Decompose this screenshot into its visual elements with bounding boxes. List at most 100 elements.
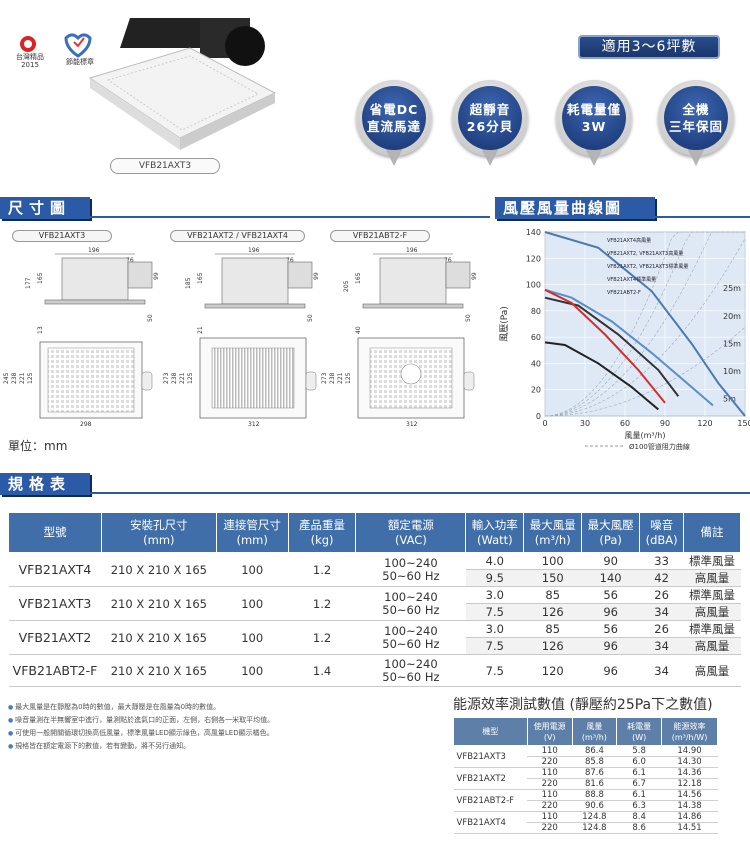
dim-label: 76 — [444, 257, 452, 264]
eff-cell: 6.3 — [616, 800, 662, 812]
y-tick-label: 20 — [531, 386, 541, 395]
badge-line: 省電DC — [369, 102, 419, 117]
resistance-label: 5m — [723, 395, 736, 404]
spec-header-cell: 輸入功率(Watt) — [465, 512, 525, 553]
y-tick-label: 140 — [526, 228, 541, 237]
spec-header-row: 型號安裝孔尺寸(mm)連接管尺寸(mm)產品重量(kg)額定電源(VAC)輸入功… — [8, 512, 741, 553]
section-divider — [0, 216, 490, 218]
spec-weight: 1.2 — [288, 552, 356, 587]
spec-note: 高風量 — [683, 569, 741, 587]
dim-label: 76 — [286, 257, 294, 264]
dim-label: 165 — [197, 272, 204, 284]
legend-label: VFB21AXT4標準風量 — [607, 276, 656, 283]
spec-pressure: 96 — [581, 637, 640, 655]
eff-cell: 14.56 — [661, 789, 718, 801]
spec-header-cell: 備註 — [683, 512, 741, 553]
series-line — [544, 288, 714, 407]
eff-cell: 14.51 — [661, 822, 718, 834]
eff-cell: 110 — [527, 767, 573, 779]
y-tick-label: 60 — [531, 333, 541, 342]
legend-label: VFB21AXT4高風量 — [607, 237, 651, 244]
series-line — [544, 296, 680, 397]
badge-line: 耗電量僅 — [566, 102, 621, 117]
eff-cell: 220 — [527, 822, 573, 834]
dim-model-tag-1: VFB21AXT3 — [12, 230, 112, 242]
award-logo-icon — [20, 33, 92, 58]
dim-drawing-1: 196 76 177 165 99 13 50 298 245 238 221 … — [3, 247, 160, 428]
spec-pressure: 96 — [581, 654, 640, 687]
dim-label: 99 — [313, 272, 320, 280]
y-tick-label: 40 — [531, 359, 541, 368]
note-item: 規格皆在額定電源下的數值，若有變動，將不另行通知。 — [8, 740, 274, 753]
eff-model: VFB21AXT2 — [453, 767, 528, 790]
spec-table: 型號安裝孔尺寸(mm)連接管尺寸(mm)產品重量(kg)額定電源(VAC)輸入功… — [8, 512, 741, 687]
eff-cell: 5.8 — [616, 745, 662, 757]
dim-label: 196 — [248, 247, 260, 254]
dim-label: 221 — [179, 372, 186, 384]
eff-cell: 110 — [527, 811, 573, 823]
eff-header-cell: 耗電量(W) — [616, 717, 663, 746]
unit-label: 單位：mm — [8, 439, 68, 453]
eff-cell: 110 — [527, 745, 573, 757]
eff-cell: 6.1 — [616, 789, 662, 801]
eff-cell: 90.6 — [572, 800, 617, 812]
eff-cell: 6.7 — [616, 778, 662, 790]
pressure-flow-chart: 020406080100120140030609012015025m20m15m… — [499, 228, 750, 451]
dim-label: 50 — [465, 314, 472, 322]
badge-line: 直流馬達 — [366, 119, 421, 134]
eff-model: VFB21AXT4 — [453, 811, 528, 834]
spec-weight: 1.4 — [288, 654, 356, 687]
eff-cell: 124.8 — [572, 811, 617, 823]
spec-note: 高風量 — [683, 603, 741, 621]
spec-note: 標準風量 — [683, 620, 741, 638]
eff-cell: 110 — [527, 789, 573, 801]
efficiency-table: 機型使用電源(V)風量(m³/h)耗電量(W)能源效率(m³/h/W)VFB21… — [453, 717, 718, 834]
resistance-label: 15m — [723, 339, 741, 348]
eff-header-cell: 使用電源(V) — [526, 717, 573, 746]
spec-section-title: 規格表 — [0, 473, 90, 495]
dim-model-tag-2: VFB21AXT2 / VFB21AXT4 — [170, 230, 305, 242]
dim-label: 196 — [88, 247, 100, 254]
eff-cell: 220 — [527, 778, 573, 790]
dim-label: 245 — [3, 372, 10, 384]
note-item: 噪音量測在半無響室中進行，量測點於進氣口的正面，左側，右側各一米取平均值。 — [8, 714, 274, 727]
spec-watt: 7.5 — [465, 654, 524, 687]
spec-watt: 7.5 — [465, 637, 524, 655]
series-line — [544, 288, 666, 404]
spec-note: 標準風量 — [683, 552, 741, 570]
badge-line: 三年保固 — [668, 119, 723, 134]
spec-header-cell: 噪音(dBA) — [639, 512, 685, 553]
eff-cell: 88.8 — [572, 789, 617, 801]
y-tick-label: 100 — [526, 281, 541, 290]
eff-cell: 87.6 — [572, 767, 617, 779]
spec-watt: 3.0 — [465, 620, 524, 638]
spec-pressure: 56 — [581, 586, 640, 604]
dim-label: 298 — [80, 421, 92, 428]
x-tick-label: 90 — [660, 419, 670, 428]
eff-model: VFB21ABT2-F — [453, 789, 528, 812]
dim-label: 273 — [163, 372, 170, 384]
eff-cell: 12.18 — [661, 778, 718, 790]
spec-notes: 最大風量是在靜壓為0時的數值，最大靜壓是在風量為0時的數值。噪音量測在半無響室中… — [8, 701, 274, 753]
spec-watt: 7.5 — [465, 603, 524, 621]
spec-noise: 34 — [639, 603, 684, 621]
eff-header-cell: 能源效率(m³/h/W) — [661, 717, 718, 746]
spec-model: VFB21AXT4 — [8, 552, 102, 587]
dim-label: 196 — [406, 247, 418, 254]
dim-label: 99 — [471, 272, 478, 280]
eff-cell: 220 — [527, 800, 573, 812]
spec-noise: 33 — [639, 552, 684, 570]
x-tick-label: 30 — [580, 419, 590, 428]
resistance-label: 20m — [723, 312, 741, 321]
spec-note: 標準風量 — [683, 586, 741, 604]
spec-flow: 126 — [523, 603, 582, 621]
spec-header-cell: 最大風量(m³/h) — [523, 512, 583, 553]
